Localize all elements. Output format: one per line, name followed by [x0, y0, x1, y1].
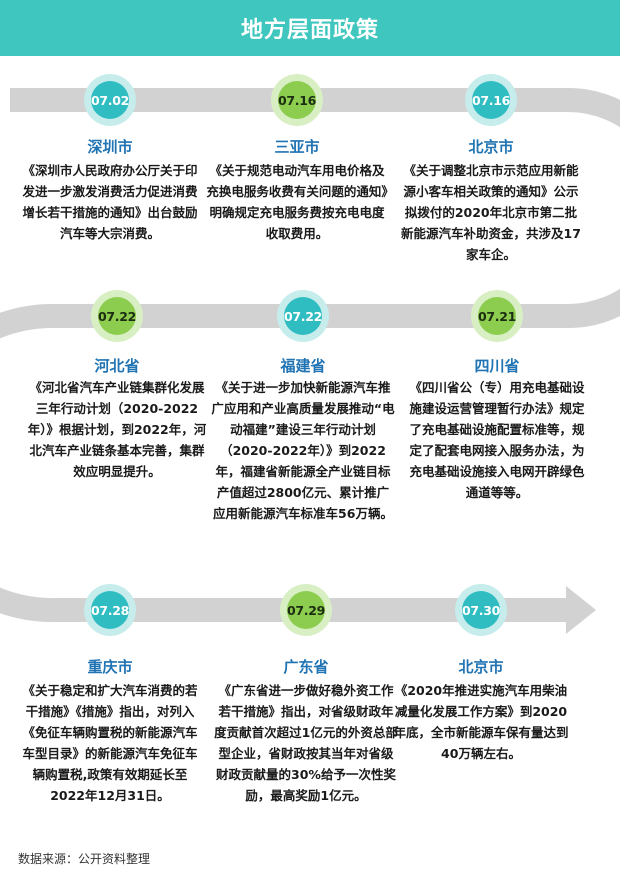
event-description: 《关于稳定和扩大汽车消费的若干措施》《措施》指出，对列入《免征车辆购置税的新能源…	[22, 683, 198, 803]
city-name: 河北省	[94, 357, 140, 375]
city-name: 北京市	[458, 658, 504, 676]
timeline-node-5: 07.22	[277, 290, 329, 342]
timeline-node-2: 07.16	[271, 74, 323, 126]
header-banner: 地方层面政策	[0, 0, 620, 56]
event-description: 《深圳市人民政府办公厅关于印发进一步激发消费活力促进消费增长若干措施的通知》出台…	[22, 163, 198, 241]
event-description: 《广东省进一步做好稳外资工作若干措施》指出，对省级财政年度贡献首次超过1亿元的外…	[214, 683, 398, 803]
timeline-node-8: 07.29	[280, 584, 332, 636]
road-arrowhead	[566, 586, 596, 634]
event-description: 《关于调整北京市示范应用新能源小客车相关政策的通知》公示拟拨付的2020年北京市…	[401, 163, 581, 262]
date-badge: 07.22	[98, 297, 136, 335]
date-badge: 07.30	[462, 591, 500, 629]
city-name: 重庆市	[87, 658, 133, 676]
timeline-node-9: 07.30	[455, 584, 507, 636]
city-name: 广东省	[283, 658, 329, 676]
city-name: 北京市	[468, 138, 514, 156]
city-name: 福建省	[280, 357, 326, 375]
event-description: 《关于规范电动汽车用电价格及充换电服务收费有关问题的通知》明确规定充电服务费按充…	[206, 163, 388, 241]
city-name: 深圳市	[87, 138, 133, 156]
timeline-node-4: 07.22	[91, 290, 143, 342]
road-track	[0, 88, 620, 622]
timeline-node-1: 07.02	[84, 74, 136, 126]
event-description: 《关于进一步加快新能源汽车推广应用和产业高质量发展推动“电动福建”建设三年行动计…	[211, 380, 395, 521]
city-name: 三亚市	[274, 138, 320, 156]
timeline-node-7: 07.28	[84, 584, 136, 636]
page-title: 地方层面政策	[240, 18, 379, 43]
date-badge: 07.21	[478, 297, 516, 335]
date-badge: 07.29	[287, 591, 325, 629]
timeline-node-6: 07.21	[471, 290, 523, 342]
date-badge: 07.16	[472, 81, 510, 119]
city-name: 四川省	[474, 357, 520, 375]
timeline-node-3: 07.16	[465, 74, 517, 126]
date-badge: 07.16	[278, 81, 316, 119]
event-description: 《四川省公（专）用充电基础设施建设运营管理暂行办法》规定了充电基础设施配置标准等…	[409, 380, 585, 500]
date-badge: 07.22	[284, 297, 322, 335]
date-badge: 07.02	[91, 81, 129, 119]
event-description: 《河北省汽车产业链集群化发展三年行动计划（2020-2022年）》根据计划，到2…	[27, 380, 207, 479]
source-note: 数据来源：公开资料整理	[18, 852, 151, 866]
event-description: 《2020年推进实施汽车用柴油减量化发展工作方案》到2020年底，全市新能源车保…	[393, 683, 569, 761]
date-badge: 07.28	[91, 591, 129, 629]
